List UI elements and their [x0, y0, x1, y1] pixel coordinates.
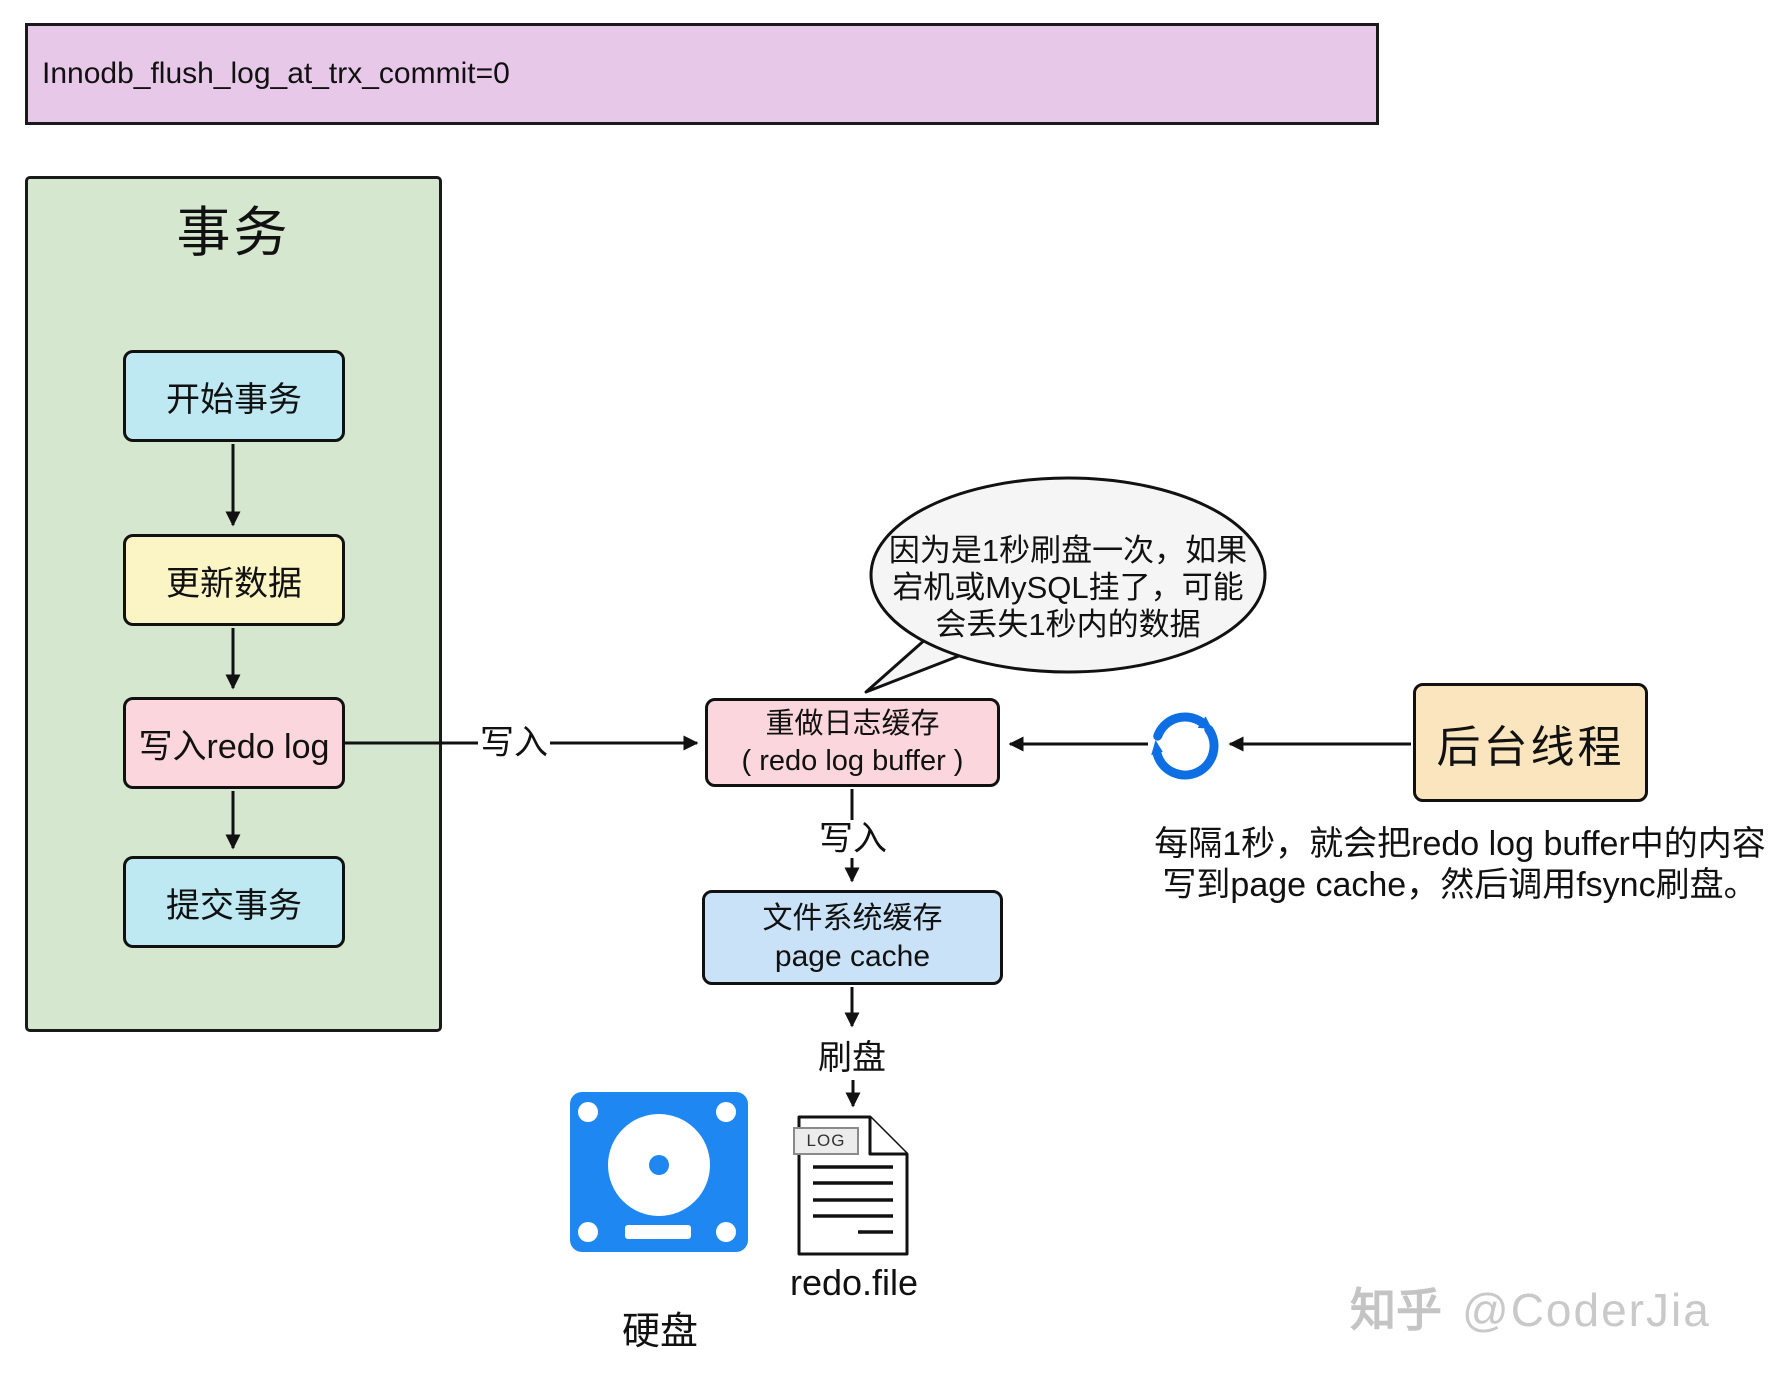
title-banner: Innodb_flush_log_at_trx_commit=0	[25, 23, 1379, 125]
flush-label: 刷盘	[812, 1040, 892, 1076]
background-thread-note: 每隔1秒，就会把redo log buffer中的内容 写到page cache…	[1140, 824, 1780, 906]
watermark-handle: @CoderJia	[1462, 1284, 1711, 1336]
step-commit-transaction: 提交事务	[123, 856, 345, 948]
step-write-redo-log: 写入redo log	[123, 697, 345, 789]
file-fold-corner	[868, 1117, 907, 1156]
file-text-lines	[813, 1165, 893, 1234]
transaction-panel-title: 事务	[176, 203, 291, 263]
bubble-line-1: 因为是1秒刷盘一次，如果	[888, 533, 1248, 568]
redo-log-buffer-box: 重做日志缓存 ( redo log buffer )	[705, 698, 1000, 787]
disk-label: 硬盘	[621, 1311, 698, 1353]
speech-bubble-shape	[869, 476, 1267, 674]
step-update-data: 更新数据	[123, 534, 345, 626]
speech-bubble-text: 因为是1秒刷盘一次，如果 宕机或MySQL挂了，可能 会丢失1秒内的数据	[888, 532, 1248, 643]
note-line-2: 写到page cache，然后调用fsync刷盘。	[1162, 866, 1758, 904]
watermark-brand: 知乎	[1350, 1284, 1442, 1336]
sync-arrowhead-top	[1197, 716, 1212, 729]
watermark: 知乎 @CoderJia	[1350, 1274, 1770, 1340]
page-cache-box: 文件系统缓存 page cache	[702, 890, 1003, 985]
sync-refresh-icon	[1151, 712, 1219, 780]
buffer-box-line-1: 重做日志缓存	[765, 707, 940, 740]
buffer-box-line-2: ( redo log buffer )	[741, 744, 964, 777]
hard-disk-icon	[570, 1092, 748, 1252]
bubble-line-3: 会丢失1秒内的数据	[935, 607, 1201, 642]
disk-slot	[625, 1225, 691, 1239]
background-thread-box: 后台线程	[1413, 683, 1648, 802]
disk-screw-bottom-left	[578, 1222, 598, 1242]
sync-arrowhead-left	[1151, 740, 1163, 756]
write-label-vertical: 写入	[814, 820, 892, 858]
bubble-line-2: 宕机或MySQL挂了，可能	[892, 570, 1244, 605]
log-file-label: redo.file	[789, 1262, 919, 1303]
disk-screw-bottom-right	[716, 1222, 736, 1242]
step-begin-transaction: 开始事务	[123, 350, 345, 442]
disk-hub	[649, 1155, 669, 1175]
disk-screw-top-right	[716, 1102, 736, 1122]
disk-screw-top-left	[578, 1102, 598, 1122]
write-label-horizontal: 写入	[478, 723, 550, 763]
log-file-tab: LOG	[793, 1127, 859, 1155]
note-line-1: 每隔1秒，就会把redo log buffer中的内容	[1154, 825, 1766, 863]
banner-text: Innodb_flush_log_at_trx_commit=0	[42, 57, 510, 90]
background-thread-label: 后台线程	[1436, 722, 1625, 772]
page-cache-line-1: 文件系统缓存	[762, 901, 943, 935]
page-cache-line-2: page cache	[774, 939, 931, 973]
